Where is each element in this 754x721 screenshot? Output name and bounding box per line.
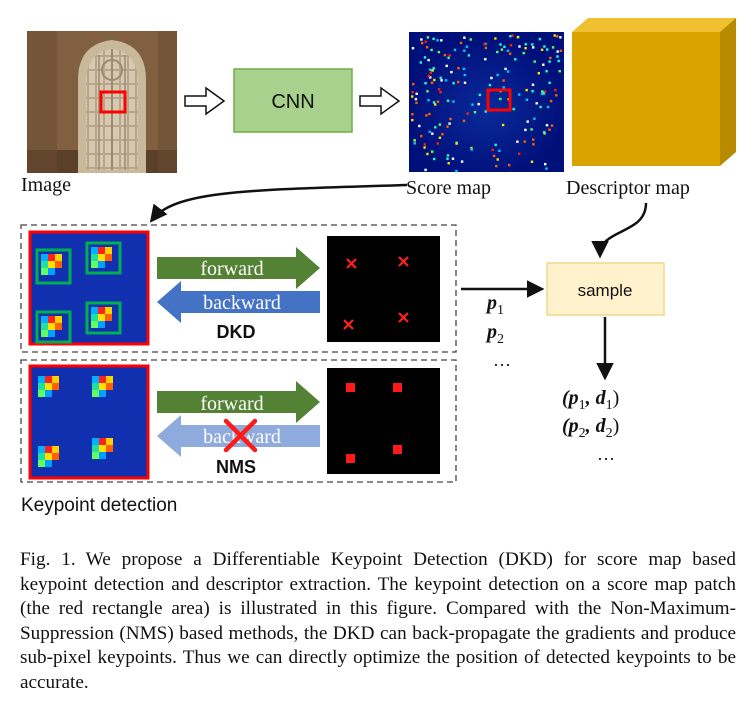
dkd-subpixel-keypoints (343, 256, 409, 330)
nms-forward-label: forward (200, 393, 263, 415)
caption-label: Fig. 1. (20, 549, 76, 570)
dkd-keypoint-box-2 (85, 241, 122, 275)
dkd-keypoint-box-4 (85, 301, 122, 335)
keypoint-p1: p1 (485, 292, 504, 318)
blocked-cross-icon (223, 418, 258, 453)
image-label: Image (21, 174, 71, 196)
figure-diagram: Image CNN Score map Descriptor map forwa… (20, 18, 736, 516)
score-map-label: Score map (406, 177, 491, 199)
sample-label: sample (578, 281, 633, 300)
dkd-backward-label: backward (203, 292, 281, 314)
dkd-score-patch (28, 230, 150, 346)
dkd-method-label: DKD (217, 322, 256, 342)
keypoint-detection-label: Keypoint detection (21, 495, 177, 516)
input-image (27, 31, 177, 173)
descriptor-to-sample-arrow (591, 202, 648, 259)
dkd-forward-arrow (157, 247, 320, 289)
keypoint-p2: p2 (485, 321, 504, 347)
cnn-label: CNN (271, 91, 314, 113)
hollow-arrow-2 (359, 86, 401, 116)
dkd-forward-label: forward (200, 258, 263, 280)
nms-pixel-keypoints (346, 383, 402, 463)
descriptor-map-label: Descriptor map (566, 177, 690, 199)
caption-text: We propose a Differentiable Keypoint Det… (20, 549, 736, 693)
pair-ellipsis: … (597, 444, 615, 464)
dkd-output-patch (327, 236, 440, 342)
score-map-red-patch (486, 88, 512, 112)
hollow-arrow-1 (184, 86, 226, 116)
nms-score-patch (28, 364, 150, 480)
pair-1: (p1, d1) (562, 387, 619, 413)
image-red-patch (99, 90, 127, 114)
nms-output-patch (327, 368, 440, 474)
score-to-patch-arrow (149, 183, 408, 223)
score-map (409, 32, 564, 173)
cnn-box (233, 68, 353, 133)
keypoint-ellipsis: … (493, 350, 511, 370)
pair-2: (p2, d2) (562, 415, 619, 441)
dkd-panel (20, 224, 457, 353)
dkd-keypoint-box-1 (35, 248, 72, 285)
descriptor-cube (572, 18, 736, 166)
nms-panel (20, 359, 457, 483)
dkd-backward-arrow (157, 281, 320, 323)
sample-box (546, 262, 665, 316)
dkd-keypoint-box-3 (35, 310, 72, 344)
figure-caption: Fig. 1.We propose a Differentiable Keypo… (20, 548, 736, 696)
nms-method-label: NMS (216, 457, 256, 477)
nms-forward-arrow (157, 381, 320, 423)
